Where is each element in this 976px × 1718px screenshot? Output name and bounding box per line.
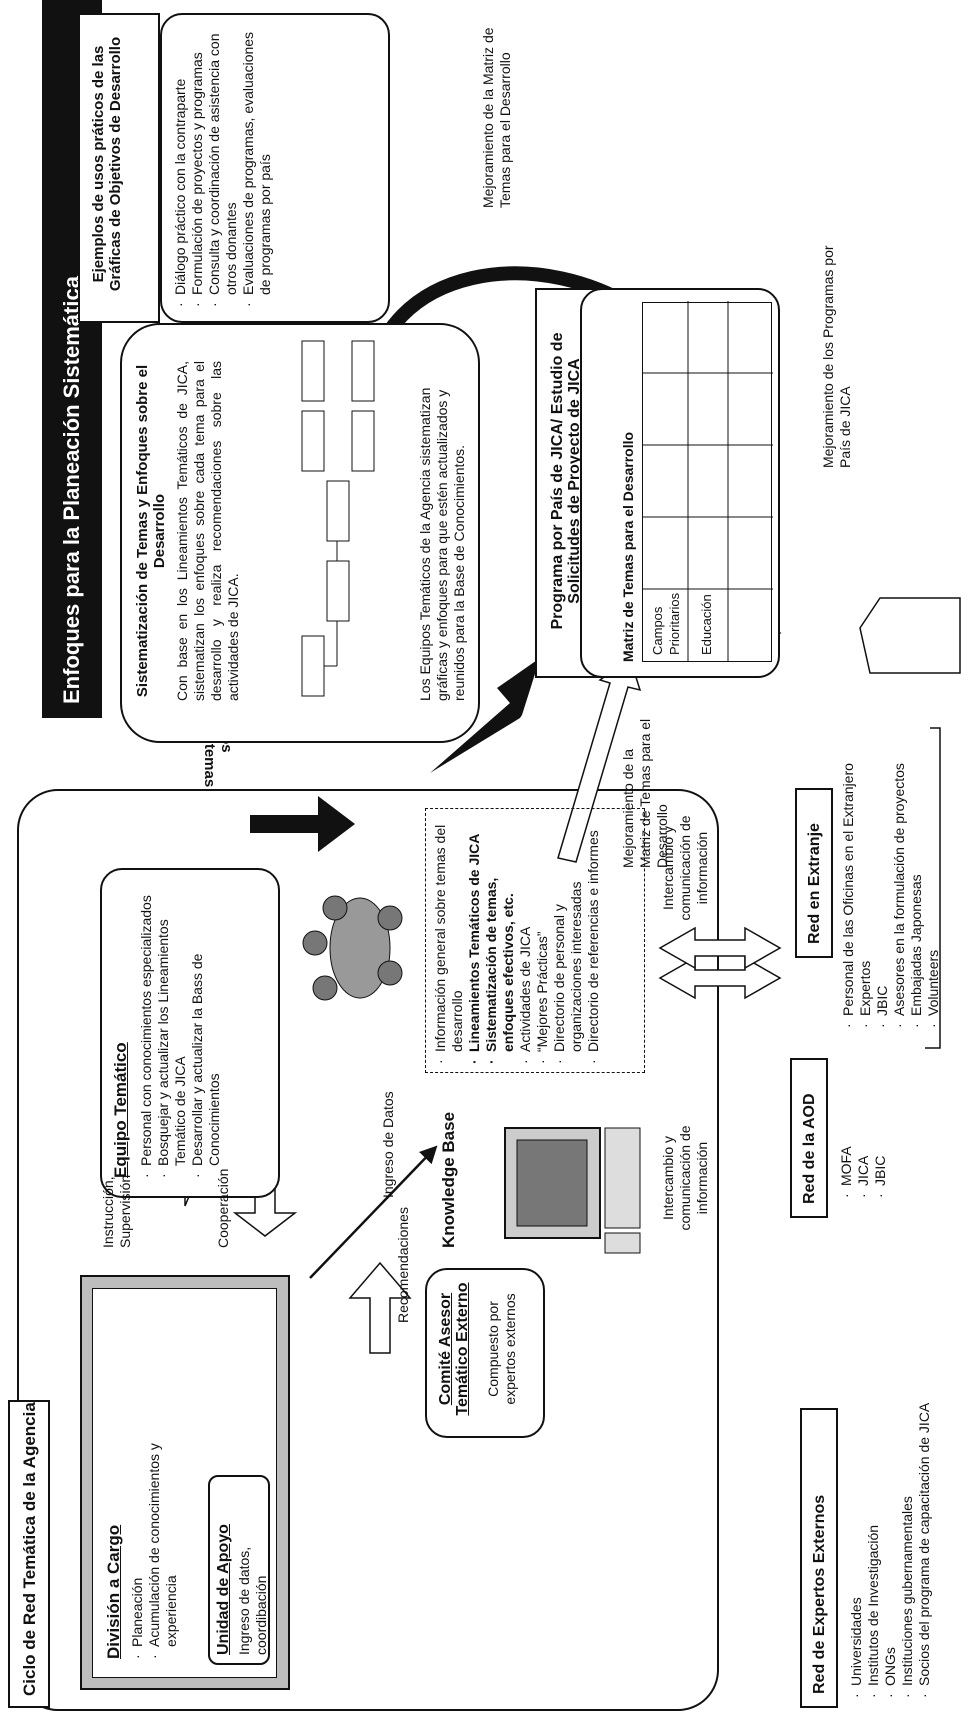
kb-item: Directorio de personal y organizaciones … <box>551 814 585 1064</box>
red-extranje-item: Asesores en la formulación de proyectos <box>891 708 908 1028</box>
computer-illustration <box>465 1098 645 1258</box>
cooperacion-label: Cooperación <box>215 1168 231 1248</box>
meeting-people-icon <box>302 895 403 1001</box>
red-aod-item: MOFA <box>838 1048 855 1198</box>
arrow-programas-country <box>859 597 961 674</box>
red-externos-item: Institutos de Investigación <box>865 1398 882 1698</box>
unidad-text: Ingreso de datos, coordibación <box>236 1546 269 1655</box>
cycle-title-box: Ciclo de Red Temática de la Agencia <box>8 1400 50 1708</box>
ejemplos-title-box: Ejemplos de usos práticos de las Gráfica… <box>78 13 160 323</box>
red-extranje-item: Expertos <box>857 708 874 1028</box>
red-aod-title: Red de la AOD <box>801 1093 818 1204</box>
equipo-item: Bosquejar y actualizar los Lineamientos … <box>155 878 189 1178</box>
kb-list: Información general sobre temas del desa… <box>432 814 602 1064</box>
red-externos-list: Universidades Institutos de Investigació… <box>848 1398 933 1698</box>
kb-list-box: Información general sobre temas del desa… <box>425 808 645 1073</box>
exchange-arrow-3 <box>658 926 782 970</box>
instruccion-label: Instrucción, Supervisión <box>100 1174 133 1248</box>
arrow-recomendaciones <box>348 1261 412 1354</box>
kb-item: Actividades de JICA <box>517 814 534 1064</box>
arrow-ingreso <box>309 1145 438 1279</box>
programa-title: Programa por País de JICA/ Estudio de So… <box>549 332 583 630</box>
red-extranje-title-box: Red en Extranje <box>795 788 833 958</box>
arrow-to-kb <box>430 658 540 773</box>
mejoramiento-matriz-top: Mejoramiento de la Matriz de Temas para … <box>480 27 513 208</box>
equipo-list: Personal con conocimientos especializado… <box>138 878 223 1178</box>
programa-matriz-box: Matriz de Temas para el Desarrollo Campo… <box>580 288 780 678</box>
equipo-item: Desarrollar y actualizar la Bass de Cono… <box>189 878 223 1178</box>
ejemplos-title: Ejemplos de usos práticos de las Gráfica… <box>90 36 124 292</box>
red-externos-item: ONGs <box>882 1398 899 1698</box>
unidad-title: Unidad de Apoyo <box>215 1524 232 1655</box>
red-extranje-list: Personal de las Oficinas en el Extranjer… <box>840 708 942 1028</box>
red-extranje-item: Volunteers <box>925 708 942 1028</box>
division-inner: División a Cargo Planeación Acumulación … <box>92 1288 277 1678</box>
cycle-title: Ciclo de Red Temática de la Agencia <box>20 1402 39 1696</box>
red-externos-item: Instituciones gubernamentales <box>899 1398 916 1698</box>
sistematizacion-box: Sistematización de Temas y Enfoques sobr… <box>120 323 480 743</box>
computer-icon <box>504 1127 641 1254</box>
red-externos-item: Universidades <box>848 1398 865 1698</box>
comite-box: Comité Asesor Temático Externo Compuesto… <box>425 1268 545 1438</box>
kb-item: Sistematización de temas, enfoques efect… <box>483 814 517 1064</box>
arrow-to-equipo-head <box>318 796 355 852</box>
matriz-table: Campos Prioritarios Educación <box>642 301 773 662</box>
red-externos-item: Socios del programa de capacitación de J… <box>916 1398 933 1698</box>
kb-item: Directorio de referencias e informes <box>585 814 602 1064</box>
matriz-grid <box>643 301 773 661</box>
red-extranje-item: JBIC <box>874 708 891 1028</box>
red-aod-item: JBIC <box>872 1048 889 1198</box>
red-aod-list: MOFA JICA JBIC <box>838 1048 889 1198</box>
meeting-illustration <box>290 878 410 1018</box>
ejemplos-item: Formulación de proyectos y programas <box>189 27 206 307</box>
ejemplos-item: Diálogo práctico con la contraparte <box>172 27 189 307</box>
red-aod-title-box: Red de la AOD <box>790 1058 828 1218</box>
division-list: Planeación Acumulación de conocimientos … <box>129 1429 180 1659</box>
red-externos-title-box: Red de Expertos Externos <box>800 1408 838 1708</box>
equipo-item: Personal con conocimientos especializado… <box>138 878 155 1178</box>
kb-item: Lineamientos Temáticos de JICA <box>466 814 483 1064</box>
red-aod-item: JICA <box>855 1048 872 1198</box>
division-title: División a Cargo <box>104 1524 123 1659</box>
ejemplos-list: Diálogo práctico con la contraparte Form… <box>172 27 274 307</box>
ejemplos-item: Consulta y coordinación de asistencia co… <box>206 27 240 307</box>
division-item: Acumulación de conocimientos y experienc… <box>146 1429 180 1659</box>
arrow-to-equipo-shaft <box>250 815 320 833</box>
red-extranje-item: Embajadas Japonesas <box>908 708 925 1028</box>
red-extranje-item: Personal de las Oficinas en el Extranjer… <box>840 708 857 1028</box>
comite-title: Comité Asesor Temático Externo <box>437 1282 471 1416</box>
kb-item: “Mejores Prácticas” <box>534 814 551 1064</box>
division-panel: División a Cargo Planeación Acumulación … <box>80 1275 290 1690</box>
division-item: Planeación <box>129 1429 146 1659</box>
recomendaciones-label: Recomendaciones <box>395 1207 411 1323</box>
comite-text: Compuesto por expertos externos <box>485 1293 518 1405</box>
header-title: Enfoques para la Planeación Sistemática <box>59 276 84 704</box>
ingreso-label: Ingreso de Datos <box>380 1091 396 1198</box>
ejemplos-item: Evaluaciones de programas, evaluaciones … <box>240 27 274 307</box>
red-extranje-title: Red en Extranje <box>806 823 823 944</box>
ejemplos-list-box: Diálogo práctico con la contraparte Form… <box>160 13 390 323</box>
kb-title: Knowledge Base <box>439 1111 458 1248</box>
sistematizacion-para2: Los Equipos Temáticos de la Agencia sist… <box>417 387 467 701</box>
unidad-box: Unidad de Apoyo Ingreso de datos, coordi… <box>208 1475 270 1665</box>
kb-item: Información general sobre temas del desa… <box>432 814 466 1064</box>
red-externos-title: Red de Expertos Externos <box>811 1494 828 1694</box>
tree-diagram-icon <box>301 340 375 697</box>
intercambio-label-1: Intercambio y comunicación de informació… <box>660 1125 710 1231</box>
intercambio-label-2: Intercambio y comunicación de informació… <box>660 815 710 921</box>
matriz-title: Matriz de Temas para el Desarrollo <box>620 431 636 662</box>
mejoramiento-programas: Mejoramiento de los Programas por País d… <box>820 245 853 468</box>
